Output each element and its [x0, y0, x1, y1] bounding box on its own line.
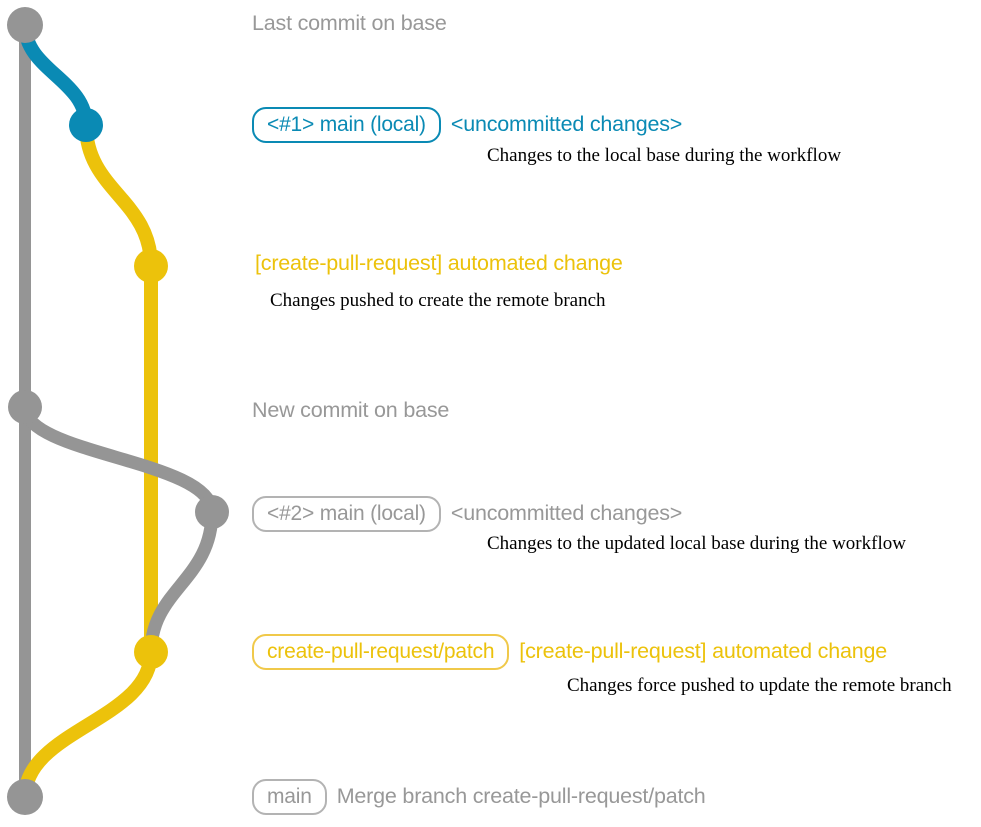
row-last-commit-on-base: Last commit on base — [252, 11, 447, 35]
node-remote-1[interactable] — [134, 249, 168, 283]
local-2-headline: <uncommitted changes> — [450, 501, 683, 526]
local2-to-remote2-line — [144, 505, 219, 659]
row-new-commit-on-base: New commit on base — [252, 398, 450, 422]
local-1-description: Changes to the local base during the wor… — [487, 145, 842, 166]
node-base-new[interactable] — [8, 390, 42, 424]
row-local-commit-2: <#2> main (local) <uncommitted changes> — [252, 496, 682, 532]
local-1-headline: <uncommitted changes> — [450, 112, 683, 137]
automated-2-description: Changes force pushed to update the remot… — [567, 675, 952, 696]
row-merge-commit: main Merge branch create-pull-request/pa… — [252, 779, 706, 815]
remote-branch-merge-line — [18, 645, 158, 804]
row-automated-change-2: create-pull-request/patch [create-pull-r… — [252, 634, 887, 670]
last-commit-headline: Last commit on base — [252, 11, 447, 35]
merge-headline: Merge branch create-pull-request/patch — [336, 784, 706, 809]
local-2-description: Changes to the updated local base during… — [487, 533, 906, 554]
base-update-branch-line — [18, 400, 219, 519]
automated-1-description: Changes pushed to create the remote bran… — [270, 290, 606, 311]
new-commit-headline: New commit on base — [252, 398, 450, 422]
node-local-1[interactable] — [69, 108, 103, 142]
node-local-2[interactable] — [195, 495, 229, 529]
node-merge-commit[interactable] — [7, 779, 43, 815]
node-base-head[interactable] — [7, 7, 43, 43]
branch-pill-create-pull-request-patch[interactable]: create-pull-request/patch — [252, 634, 510, 670]
branch-pill-main[interactable]: main — [252, 779, 327, 815]
branch-pill-main-local-1[interactable]: <#1> main (local) — [252, 107, 441, 143]
branch-pill-main-local-2[interactable]: <#2> main (local) — [252, 496, 441, 532]
automated-1-headline: [create-pull-request] automated change — [255, 251, 623, 275]
remote-branch-yellow-line — [79, 118, 158, 659]
row-local-commit-1: <#1> main (local) <uncommitted changes> — [252, 107, 682, 143]
row-automated-change-1: [create-pull-request] automated change — [255, 251, 623, 275]
node-remote-2[interactable] — [134, 635, 168, 669]
commit-graph — [7, 7, 229, 815]
automated-2-headline: [create-pull-request] automated change — [519, 639, 887, 664]
